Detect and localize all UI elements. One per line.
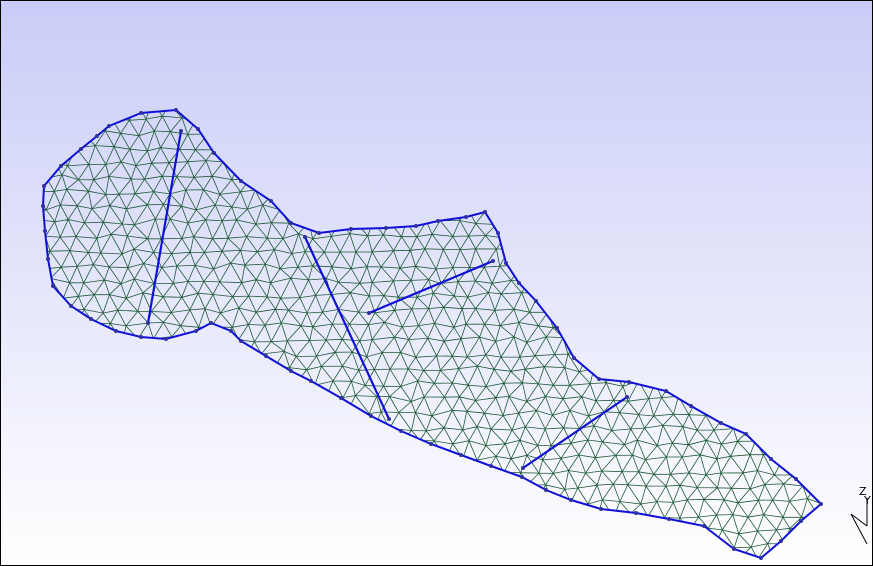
boundary-node [289,221,293,225]
break-line-1 [146,130,183,324]
boundary-node [759,556,763,560]
boundary-node [196,127,200,131]
boundary-node [107,124,111,128]
boundary-node [339,396,343,400]
boundary-node [572,356,576,360]
boundary-node [384,226,388,230]
break-node [625,395,629,399]
boundary-node [59,164,63,168]
boundary-node [799,519,803,523]
boundary-node [429,442,433,446]
boundary-node [369,414,373,418]
boundary-node [139,111,143,115]
boundary-nodes [41,108,823,560]
boundary-node [555,326,559,330]
boundary-node [269,199,273,203]
boundary-node [139,335,143,339]
boundary-node [769,457,773,461]
boundary-node [569,498,573,502]
boundary-node [459,453,463,457]
boundary-node [46,257,50,261]
boundary-node [597,377,601,381]
boundary-node [209,321,213,325]
break-line-2 [304,236,390,420]
boundary-node [732,547,736,551]
boundary-node [41,204,45,208]
break-lines [146,130,628,469]
boundary-node [349,227,353,231]
boundary-node [42,184,46,188]
boundary-node [744,432,748,436]
mesh-boundary [41,108,823,560]
boundary-node [194,329,198,333]
boundary-node [399,429,403,433]
boundary-node [464,215,468,219]
boundary-node [779,539,783,543]
break-line-4 [522,396,628,469]
boundary-node [317,231,321,235]
boundary-node [520,475,524,479]
break-node [367,311,371,315]
boundary-node [517,281,521,285]
break-line-3 [368,259,494,315]
boundary-node [504,261,508,265]
boundary-node [819,502,823,506]
break-node [521,466,525,470]
boundary-node [114,329,118,333]
boundary-node [667,517,671,521]
boundary-node [489,464,493,468]
boundary-node [51,284,55,288]
boundary-node [239,339,243,343]
boundary-node [483,210,487,214]
break-node [303,235,307,239]
boundary-node [95,134,99,138]
boundary-node [309,379,313,383]
boundary-node [544,488,548,492]
axis-triad-icon: Z Y [850,485,871,545]
boundary-node [436,219,440,223]
boundary-node [79,147,83,151]
boundary-node [414,224,418,228]
boundary-node [599,507,603,511]
boundary-node [634,511,638,515]
break-node [146,321,150,325]
axis-z-label: Z [859,485,867,498]
boundary-node [212,151,216,155]
boundary-node [627,380,631,384]
boundary-node [264,354,268,358]
boundary-node [69,304,73,308]
boundary-node [164,337,168,341]
break-node [387,417,391,421]
boundary-node [89,317,93,321]
boundary-node [174,108,178,112]
boundary-node [229,329,233,333]
break-node [179,129,183,133]
boundary-node [496,231,500,235]
boundary-node [794,477,798,481]
boundary-node [239,179,243,183]
boundary-node [689,404,693,408]
break-node [491,259,495,263]
boundary-node [534,299,538,303]
boundary-node [664,389,668,393]
boundary-node [289,369,293,373]
boundary-node [43,229,47,233]
boundary-node [719,421,723,425]
boundary-node [702,524,706,528]
